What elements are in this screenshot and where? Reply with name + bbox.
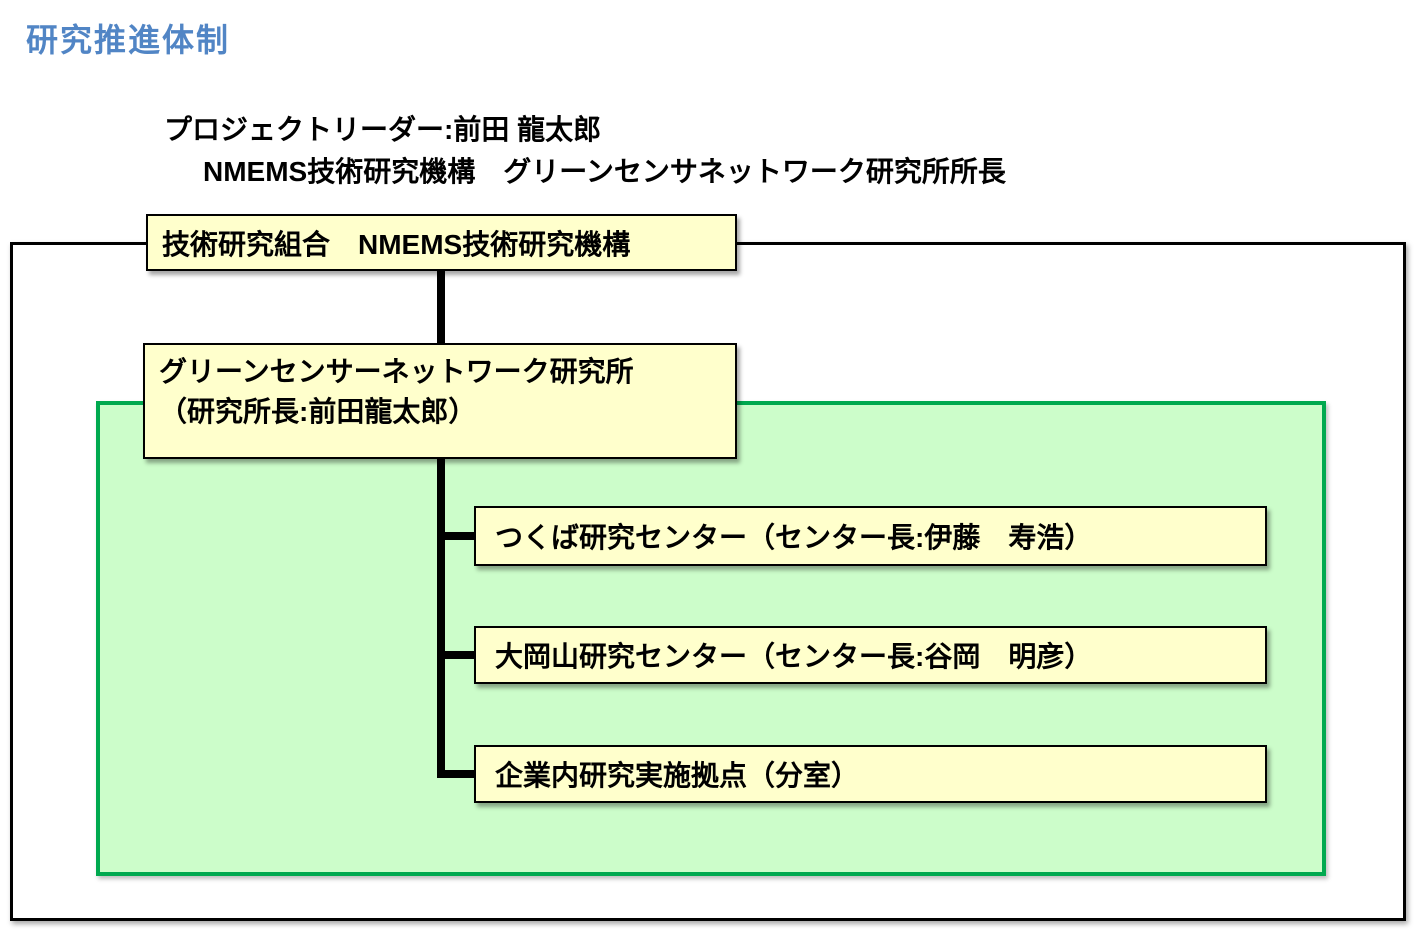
node-institute: グリーンセンサーネットワーク研究所 （研究所長:前田龍太郎） [143, 343, 737, 459]
connector-stub-ookayama [437, 651, 475, 659]
node-center-tsukuba: つくば研究センター（センター長:伊藤 寿浩） [474, 506, 1267, 566]
node-branch-sites: 企業内研究実施拠点（分室） [474, 745, 1267, 803]
page-title: 研究推進体制 [26, 22, 231, 58]
node-institute-director: （研究所長:前田龍太郎） [159, 396, 477, 427]
connector-trunk [437, 457, 445, 778]
connector-stub-tsukuba [437, 532, 475, 540]
node-center-ookayama-label: 大岡山研究センター（センター長:谷岡 明彦） [495, 641, 1093, 672]
node-center-ookayama: 大岡山研究センター（センター長:谷岡 明彦） [474, 626, 1267, 684]
project-leader-line: プロジェクトリーダー:前田 龍太郎 [164, 114, 602, 145]
node-root-organization-label: 技術研究組合 NMEMS技術研究機構 [162, 228, 631, 260]
node-root-organization: 技術研究組合 NMEMS技術研究機構 [146, 214, 737, 271]
node-institute-name: グリーンセンサーネットワーク研究所 [159, 356, 634, 387]
connector-root-to-institute [437, 269, 445, 345]
connector-stub-branch [437, 770, 475, 778]
node-center-tsukuba-label: つくば研究センター（センター長:伊藤 寿浩） [495, 522, 1093, 553]
project-leader-affiliation-line: NMEMS技術研究機構 グリーンセンサネットワーク研究所所長 [203, 156, 1006, 187]
node-branch-sites-label: 企業内研究実施拠点（分室） [495, 760, 860, 791]
